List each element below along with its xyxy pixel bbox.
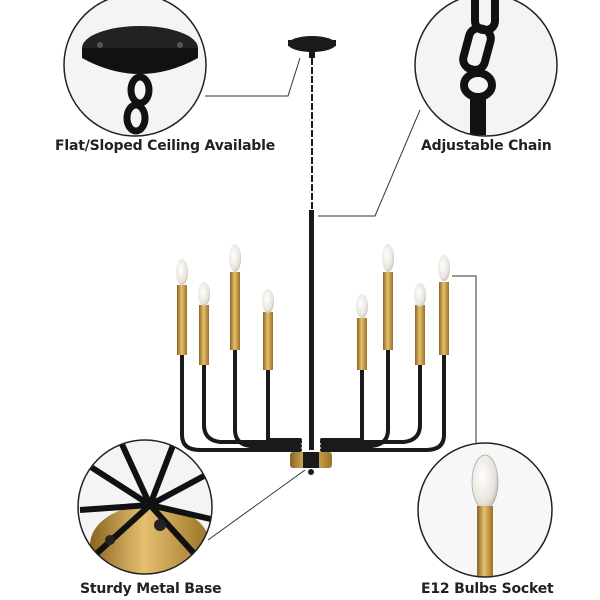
chandelier — [176, 36, 450, 475]
callout-label-base: Sturdy Metal Base — [80, 581, 222, 597]
chain-detail — [414, 0, 558, 137]
metal-base-detail — [77, 439, 213, 575]
bulb-socket-detail — [417, 442, 553, 578]
callout-label-ceiling: Flat/Sloped Ceiling Available — [55, 138, 276, 154]
callout-label-socket: E12 Bulbs Socket — [421, 581, 554, 597]
ceiling-canopy-detail — [63, 0, 207, 137]
callout-label-chain: Adjustable Chain — [421, 138, 552, 154]
callout-lines — [205, 57, 477, 541]
